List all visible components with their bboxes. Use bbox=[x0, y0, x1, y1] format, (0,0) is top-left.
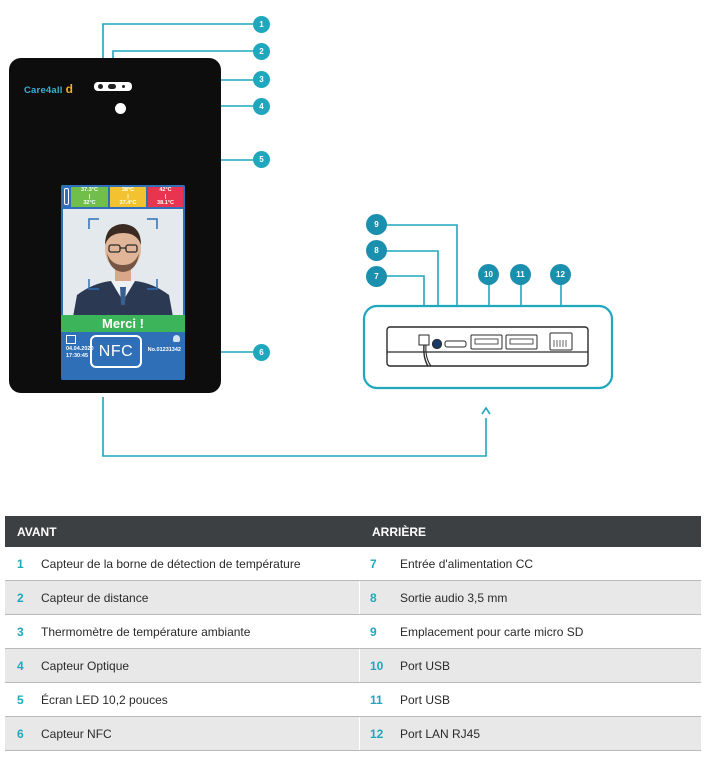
header-front: AVANT bbox=[5, 516, 359, 547]
temperature-sensor bbox=[98, 84, 103, 89]
usb-port-1 bbox=[470, 334, 503, 350]
header-back: ARRIÈRE bbox=[360, 516, 701, 547]
screen-time: 17:30:45 bbox=[66, 353, 89, 359]
screen-date: 04.04.2020 bbox=[66, 346, 94, 352]
callout-11: 11 bbox=[510, 264, 531, 285]
led-screen: 37.3°C|32°C 38°C|37.4°C 42°C|38.1°C bbox=[61, 185, 185, 380]
front-back-connector bbox=[102, 397, 487, 457]
optical-sensor bbox=[115, 103, 126, 114]
callout-7: 7 bbox=[366, 266, 387, 287]
face-photo bbox=[63, 209, 183, 317]
leader-line-9 bbox=[386, 224, 458, 330]
temperature-strip: 37.3°C|32°C 38°C|37.4°C 42°C|38.1°C bbox=[61, 185, 185, 209]
callout-8: 8 bbox=[366, 240, 387, 261]
table-header: AVANT ARRIÈRE bbox=[5, 516, 701, 547]
callout-2: 2 bbox=[253, 43, 270, 60]
leader-line-8 bbox=[386, 250, 439, 330]
ambient-thermometer bbox=[122, 85, 125, 88]
audio-port bbox=[431, 338, 443, 350]
callout-3: 3 bbox=[253, 71, 270, 88]
usb-port-2 bbox=[505, 334, 538, 350]
welcome-message: Merci ! bbox=[61, 315, 185, 332]
callout-5: 5 bbox=[253, 151, 270, 168]
callout-12: 12 bbox=[550, 264, 571, 285]
user-icon bbox=[173, 335, 180, 342]
callout-10: 10 bbox=[478, 264, 499, 285]
distance-sensor bbox=[108, 84, 116, 89]
callout-1: 1 bbox=[253, 16, 270, 33]
screen-number: No.01231342 bbox=[147, 347, 181, 353]
callout-6: 6 bbox=[253, 344, 270, 361]
arrow-up-icon bbox=[481, 406, 491, 415]
temp-range-red: 42°C|38.1°C bbox=[148, 187, 183, 207]
temp-range-yellow: 38°C|37.4°C bbox=[110, 187, 146, 207]
screen-footer: 04.04.2020 17:30:45 No.01231342 bbox=[61, 332, 185, 380]
callout-9: 9 bbox=[366, 214, 387, 235]
callout-4: 4 bbox=[253, 98, 270, 115]
dc-power-port bbox=[418, 334, 432, 367]
thermometer-icon bbox=[64, 188, 69, 205]
nfc-sensor: NFC bbox=[90, 335, 142, 368]
micro-sd-slot bbox=[444, 340, 467, 348]
rj45-port bbox=[549, 332, 573, 351]
temp-range-green: 37.3°C|32°C bbox=[71, 187, 108, 207]
calendar-icon bbox=[66, 335, 76, 344]
sensor-bar bbox=[94, 82, 132, 91]
